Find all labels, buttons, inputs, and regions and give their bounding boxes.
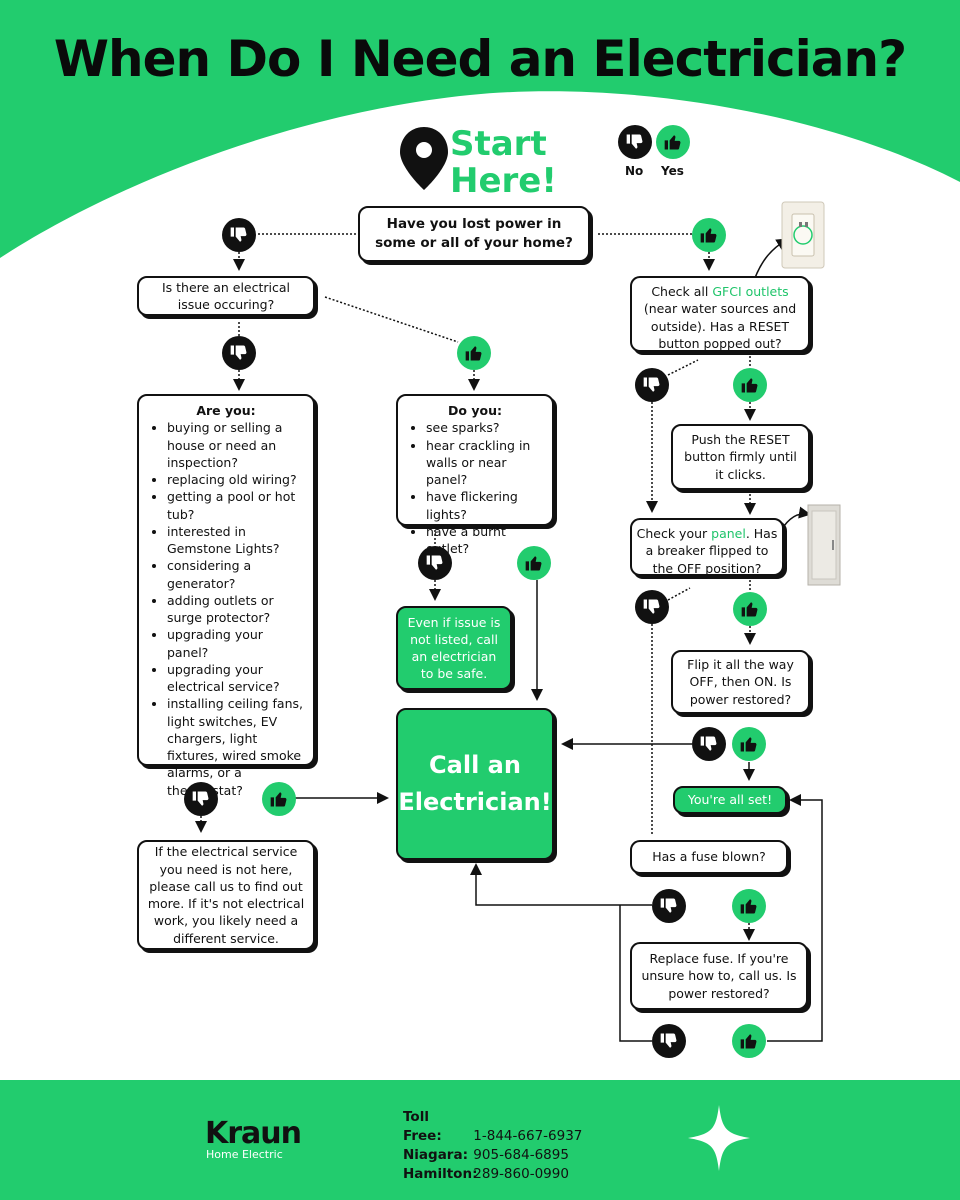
thumbs-up-icon bbox=[732, 727, 766, 761]
question-lost-power: Have you lost power in some or all of yo… bbox=[358, 206, 590, 262]
thumbs-up-icon bbox=[733, 368, 767, 402]
thumbs-down-icon bbox=[222, 218, 256, 252]
are-you-heading: Are you: bbox=[196, 403, 256, 418]
page-title: When Do I Need an Electrician? bbox=[53, 30, 907, 88]
thumbs-down-icon bbox=[222, 336, 256, 370]
footer bbox=[0, 1080, 960, 1200]
legend-no-label: No bbox=[625, 164, 644, 178]
not-listed-advice: Even if issue is not listed, call an ele… bbox=[396, 606, 512, 690]
thumbs-down-icon bbox=[652, 889, 686, 923]
green-header-shape bbox=[0, 0, 960, 258]
thumbs-down-icon bbox=[652, 1024, 686, 1058]
list-item: upgrading your electrical service? bbox=[167, 661, 307, 696]
gfci-outlets-link[interactable]: GFCI outlets bbox=[712, 284, 789, 299]
gfci-outlet-photo bbox=[781, 201, 825, 269]
list-item: see sparks? bbox=[426, 419, 546, 436]
all-set-result: You're all set! bbox=[673, 786, 787, 814]
start-here-label: Start Here! bbox=[450, 124, 557, 201]
push-reset-step: Push the RESET button firmly until it cl… bbox=[671, 424, 810, 490]
panel-link[interactable]: panel bbox=[711, 526, 746, 541]
contact-hamilton: Hamilton: 289-860-0990 bbox=[403, 1166, 569, 1182]
thumbs-up-icon bbox=[262, 782, 296, 816]
list-item: replacing old wiring? bbox=[167, 471, 307, 488]
thumbs-down-icon bbox=[418, 546, 452, 580]
question-electrical-issue: Is there an electrical issue occuring? bbox=[137, 276, 315, 316]
replace-fuse-step: Replace fuse. If you're unsure how to, c… bbox=[630, 942, 808, 1010]
contact-niagara: Niagara: 905-684-6895 bbox=[403, 1147, 569, 1163]
service-not-listed-note: If the electrical service you need is no… bbox=[137, 840, 315, 950]
check-gfci-outlets: Check all GFCI outlets (near water sourc… bbox=[630, 276, 810, 352]
brand-logo: Kraun bbox=[205, 1116, 302, 1151]
list-item: getting a pool or hot tub? bbox=[167, 488, 307, 523]
thumbs-up-icon bbox=[732, 1024, 766, 1058]
check-panel-question: Check your panel. Has a breaker flipped … bbox=[630, 518, 784, 576]
list-item: hear crackling in walls or near panel? bbox=[426, 437, 546, 489]
thumbs-up-icon bbox=[692, 218, 726, 252]
thumbs-down-icon bbox=[692, 727, 726, 761]
list-item: upgrading your panel? bbox=[167, 626, 307, 661]
contact-list: Toll Free: 1-844-667-6937 Niagara: 905-6… bbox=[403, 1108, 582, 1184]
do-you-heading: Do you: bbox=[448, 403, 502, 418]
legend-thumbs-down-icon bbox=[618, 125, 652, 159]
list-item: considering a generator? bbox=[167, 557, 307, 592]
thumbs-down-icon bbox=[635, 368, 669, 402]
fuse-blown-question: Has a fuse blown? bbox=[630, 840, 788, 874]
call-an-electrician: Call an Electrician! bbox=[396, 708, 554, 860]
brand-subtitle: Home Electric bbox=[206, 1148, 283, 1161]
do-you-list-box: Do you: see sparks? hear crackling in wa… bbox=[396, 394, 554, 556]
flip-breaker-step: Flip it all the way OFF, then ON. Is pow… bbox=[671, 650, 810, 714]
thumbs-up-icon bbox=[733, 592, 767, 626]
list-item: buying or selling a house or need an ins… bbox=[167, 419, 307, 471]
thumbs-down-icon bbox=[635, 590, 669, 624]
sparkle-icon bbox=[688, 1105, 750, 1171]
map-pin-icon bbox=[400, 127, 448, 190]
electrical-panel-photo bbox=[807, 504, 841, 586]
list-item: have flickering lights? bbox=[426, 488, 546, 523]
legend-thumbs-up-icon bbox=[656, 125, 690, 159]
thumbs-up-icon bbox=[732, 889, 766, 923]
list-item: interested in Gemstone Lights? bbox=[167, 523, 307, 558]
contact-toll-free: Toll Free: 1-844-667-6937 bbox=[403, 1109, 583, 1144]
are-you-list-box: Are you: buying or selling a house or ne… bbox=[137, 394, 315, 798]
thumbs-up-icon bbox=[457, 336, 491, 370]
list-item: installing ceiling fans, light switches,… bbox=[167, 695, 307, 799]
thumbs-down-icon bbox=[184, 782, 218, 816]
thumbs-up-icon bbox=[517, 546, 551, 580]
legend-yes-label: Yes bbox=[661, 164, 684, 178]
list-item: adding outlets or surge protector? bbox=[167, 592, 307, 627]
